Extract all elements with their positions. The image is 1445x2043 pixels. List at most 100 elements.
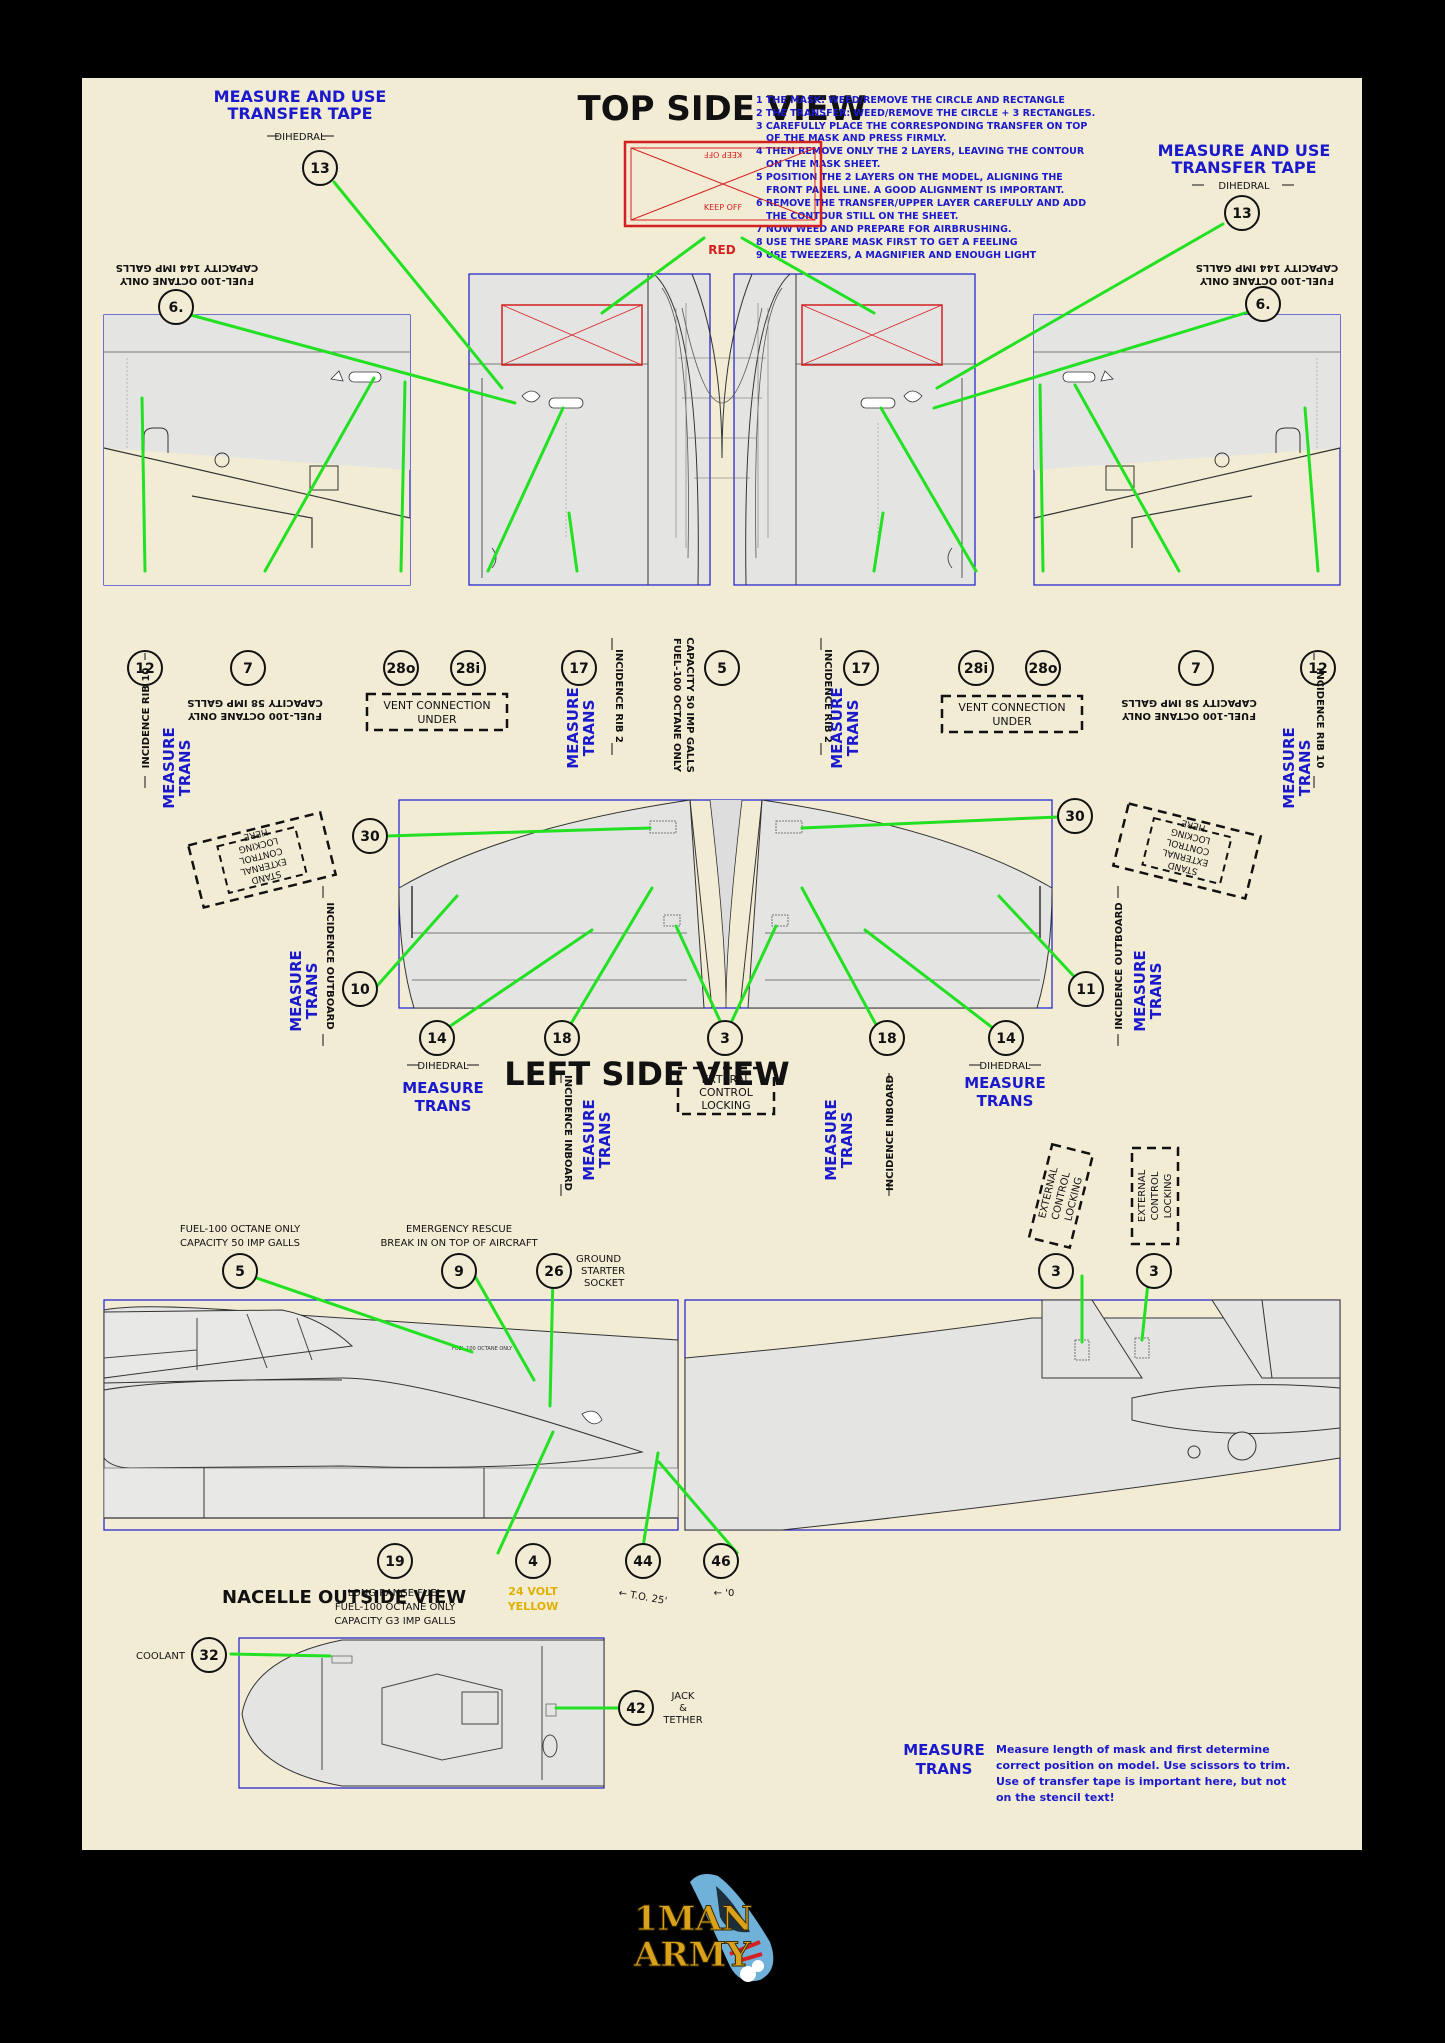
- callouts: 13 13 6. 6. 12 7 28o 28i 17 5 17 28i 28o…: [127, 150, 1336, 1726]
- svg-text:TRANS: TRANS: [176, 740, 194, 797]
- incidence-rib2-right: INCIDENCE RIB 2: [822, 649, 833, 743]
- svg-text:13: 13: [1232, 206, 1251, 222]
- fuel-144-right-line1: FUEL-100 OCTANE ONLY: [1199, 275, 1334, 286]
- callout-17-right: 17: [843, 650, 879, 686]
- fuel-58-right: FUEL-100 OCTANE ONLY CAPACITY 58 IMP GAL…: [1121, 697, 1257, 721]
- instruction-8: 8 USE THE SPARE MASK FIRST TO GET A FEEL…: [756, 237, 1018, 248]
- svg-text:on the stencil text!: on the stencil text!: [996, 1791, 1115, 1804]
- svg-text:24 VOLT: 24 VOLT: [508, 1585, 558, 1598]
- callout-18-left: 18: [544, 1020, 580, 1056]
- svg-text:MEASURE: MEASURE: [1131, 950, 1149, 1032]
- vent-box-left: VENT CONNECTION UNDER: [365, 692, 509, 732]
- jack-tether-label: JACK & TETHER: [662, 1691, 702, 1726]
- svg-text:Measure length of mask and fir: Measure length of mask and first determi…: [996, 1743, 1270, 1756]
- svg-text:TETHER: TETHER: [662, 1715, 702, 1726]
- callout-6-left: 6.: [158, 289, 194, 325]
- svg-text:5: 5: [717, 661, 727, 677]
- vertical-labels: INCIDENCE RIB 10 INCIDENCE RIB 10 INCIDE…: [141, 637, 1325, 1191]
- callout-12-right: 12: [1300, 650, 1336, 686]
- svg-text:Use of transfer tape is import: Use of transfer tape is important here, …: [996, 1775, 1286, 1788]
- svg-text:5: 5: [235, 1264, 245, 1280]
- measure-trans-17-left: MEASURE TRANS: [564, 687, 598, 769]
- svg-text:TRANS: TRANS: [1147, 963, 1165, 1020]
- fuel-50-vertical-line1: FUEL-100 OCTANE ONLY: [671, 638, 682, 773]
- svg-text:10: 10: [350, 982, 370, 998]
- keep-off-mask: KEEP OFF KEEP OFF: [623, 140, 823, 228]
- svg-text:LOCKING: LOCKING: [701, 1099, 750, 1112]
- left-inner-wing-panel: [468, 273, 711, 586]
- incidence-rib10-left: INCIDENCE RIB 10: [141, 668, 152, 769]
- fuel-144-left-line2: CAPACITY 144 IMP GALLS: [116, 262, 259, 273]
- svg-text:13: 13: [310, 161, 329, 177]
- callout-14-left: 14: [419, 1020, 455, 1056]
- incidence-rib10-right: INCIDENCE RIB 10: [1314, 668, 1325, 769]
- svg-text:DIHEDRAL: DIHEDRAL: [979, 1061, 1031, 1072]
- svg-text:28o: 28o: [1028, 661, 1057, 677]
- callout-28i-right: 28i: [958, 650, 994, 686]
- svg-text:FUEL-100 OCTANE ONLY: FUEL-100 OCTANE ONLY: [187, 710, 322, 721]
- right-outer-wing-panel: [1033, 314, 1341, 586]
- exteral-control-box: EXTERAL CONTROL LOCKING: [676, 1066, 776, 1116]
- svg-text:TRANS: TRANS: [580, 700, 598, 757]
- callout-13-right: 13: [1224, 195, 1260, 231]
- svg-text:FUEL-100 OCTANE ONLY: FUEL-100 OCTANE ONLY: [1121, 710, 1256, 721]
- callout-14-right: 14: [988, 1020, 1024, 1056]
- callout-30-right: 30: [1057, 798, 1093, 834]
- callout-6-right: 6.: [1245, 286, 1281, 322]
- ext-lock-box-upright: EXTERNAL CONTROL LOCKING: [1130, 1146, 1180, 1246]
- svg-text:EXTERAL: EXTERAL: [702, 1073, 752, 1086]
- measure-trans-rib10-right: MEASURE TRANS: [1280, 727, 1314, 809]
- logo-line1: 1MAN: [634, 1899, 753, 1939]
- ground-line2: STARTER: [581, 1266, 625, 1277]
- svg-text:YELLOW: YELLOW: [507, 1600, 559, 1613]
- svg-text:MEASURE: MEASURE: [287, 950, 305, 1032]
- callout-32: 32: [191, 1637, 227, 1673]
- emergency-line2: BREAK IN ON TOP OF AIRCRAFT: [380, 1238, 538, 1249]
- svg-text:TRANS: TRANS: [916, 1760, 973, 1778]
- wing-plan-panel: [398, 799, 1053, 1009]
- callout-3-plan: 3: [707, 1020, 743, 1056]
- measure-trans-vertical: MEASURE TRANS MEASURE TRANS MEASURE TRAN…: [160, 687, 1314, 1181]
- callout-7-right: 7: [1178, 650, 1214, 686]
- svg-text:MEASURE: MEASURE: [1280, 727, 1298, 809]
- svg-text:28o: 28o: [386, 661, 415, 677]
- fuselage-front-panel: FUEL-100 OCTANE ONLY: [103, 1299, 679, 1531]
- measure-trans-inboard-left: MEASURE TRANS: [580, 1099, 614, 1181]
- keep-off-label-inverted: KEEP OFF: [703, 150, 742, 159]
- ext-lock-box-tilted: EXTERNAL CONTROL LOCKING: [1027, 1142, 1095, 1250]
- measure-trans-outboard-right: MEASURE TRANS: [1131, 950, 1165, 1032]
- svg-text:LOCKING: LOCKING: [1163, 1174, 1174, 1219]
- instruction-4b: ON THE MASK SHEET.: [766, 159, 880, 170]
- svg-text:TRANS: TRANS: [844, 700, 862, 757]
- svg-text:19: 19: [385, 1554, 404, 1570]
- instruction-1: 1 THE MASK: WEED/REMOVE THE CIRCLE AND R…: [756, 95, 1065, 106]
- cockpit-canopy-top: [678, 273, 766, 479]
- measure-use-left-line1: MEASURE AND USE: [214, 87, 387, 106]
- measure-use-right-line1: MEASURE AND USE: [1158, 141, 1331, 160]
- dihedral-right-top: DIHEDRAL: [1218, 181, 1270, 192]
- left-view-title: LEFT SIDE VIEW: [504, 1055, 789, 1093]
- logo-line2: ARMY: [633, 1935, 751, 1975]
- stand-box-right: STAND EXTERNAL CONTROL LOCKING HERE: [1111, 801, 1263, 901]
- callout-4: 4: [515, 1543, 551, 1579]
- instruction-sheet: TOP SIDE VIEW LEFT SIDE VIEW NACELLE OUT…: [82, 78, 1362, 1850]
- vent-box-right: VENT CONNECTION UNDER: [940, 694, 1084, 734]
- svg-text:CONTROL: CONTROL: [699, 1086, 754, 1099]
- ground-line1: GROUND: [576, 1254, 621, 1265]
- stand-box-left: STAND EXTERNAL CONTROL LOCKING HERE: [186, 810, 338, 910]
- svg-text:44: 44: [633, 1554, 653, 1570]
- svg-text:12: 12: [135, 661, 154, 677]
- svg-text:TRANS: TRANS: [596, 1112, 614, 1169]
- svg-text:MEASURE: MEASURE: [903, 1741, 985, 1759]
- fuel-50-side-line1: FUEL-100 OCTANE ONLY: [180, 1224, 301, 1235]
- callout-17-left: 17: [561, 650, 597, 686]
- measure-trans-outboard-left: MEASURE TRANS: [287, 950, 321, 1032]
- svg-text:6.: 6.: [168, 300, 183, 316]
- fuel-50-side-line2: CAPACITY 50 IMP GALLS: [180, 1238, 300, 1249]
- to-label: ← T.O. 25': [618, 1588, 668, 1607]
- fuel-144-left: FUEL-100 OCTANE ONLY CAPACITY 144 IMP GA…: [116, 262, 259, 286]
- measure-trans-rib10-left: MEASURE TRANS: [160, 727, 194, 809]
- svg-text:MEASURE: MEASURE: [160, 727, 178, 809]
- callout-7-left: 7: [230, 650, 266, 686]
- callout-28i-left: 28i: [450, 650, 486, 686]
